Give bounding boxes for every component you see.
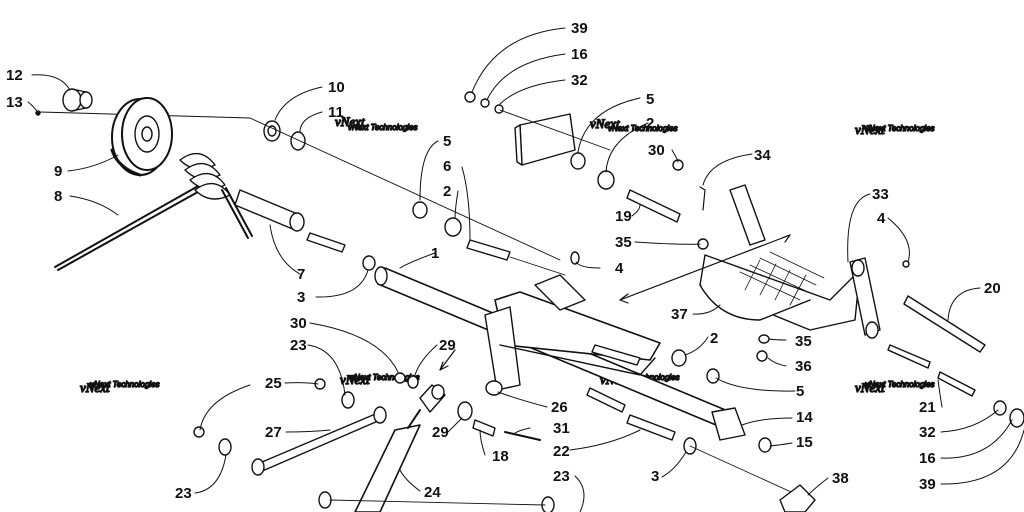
callout-26: 26 [551,399,568,416]
callout-38: 38 [832,470,849,487]
callout-2: 2 [710,330,718,347]
svg-text:vNext: vNext [80,380,110,395]
callout-32: 32 [571,72,588,89]
callout-14: 14 [796,409,813,426]
watermark-text: vNext Technologies [348,123,418,132]
callout-8: 8 [54,188,62,205]
callout-23: 23 [290,337,307,354]
callout-16: 16 [571,46,588,63]
callout-2: 2 [443,183,451,200]
svg-text:vNext: vNext [340,372,370,387]
callout-5: 5 [796,383,804,400]
callout-37: 37 [671,306,688,323]
callout-35: 35 [615,234,632,251]
svg-text:vNext: vNext [335,114,365,129]
svg-text:vNext: vNext [855,122,885,137]
callout-15: 15 [796,434,813,451]
callout-32: 32 [919,424,936,441]
shock-absorber [193,349,555,512]
callout-10: 10 [328,79,345,96]
callout-19: 19 [615,208,632,225]
watermark-text: vNext Technologies [608,124,678,133]
callout-5: 5 [443,133,451,150]
callout-13: 13 [6,94,23,111]
leader-lines [27,27,1024,512]
callout-1: 1 [431,245,439,262]
lower-parts [457,380,816,512]
callout-30: 30 [648,142,665,159]
callout-23: 23 [553,468,570,485]
callout-36: 36 [795,358,812,375]
callout-33: 33 [872,186,889,203]
callout-22: 22 [553,443,570,460]
rail-bracket [464,91,611,166]
sleeve-parts [234,189,376,271]
svg-text:vNext: vNext [590,116,620,131]
callout-39: 39 [919,476,936,493]
callout-29: 29 [432,424,449,441]
callout-18: 18 [492,448,509,465]
callout-16: 16 [919,450,936,467]
callout-25: 25 [265,375,282,392]
callout-27: 27 [265,424,282,441]
callout-30: 30 [290,315,307,332]
watermark-text: vNext Technologies [865,124,935,133]
upper-bushings [412,201,566,276]
idler-wheel-assembly [35,88,306,177]
callout-35: 35 [795,333,812,350]
callout-4: 4 [877,210,886,227]
callout-4: 4 [615,260,624,277]
watermark-text: vNext Technologies [90,380,160,389]
callout-34: 34 [754,147,771,164]
callout-3: 3 [297,289,305,306]
callout-31: 31 [553,420,570,437]
torsion-spring [54,152,253,271]
callout-7: 7 [297,266,305,283]
watermark-text: vNext Technologies [865,380,935,389]
callout-6: 6 [443,158,451,175]
callout-3: 3 [651,468,659,485]
callout-12: 12 [6,67,23,84]
callout-29: 29 [439,337,456,354]
callout-9: 9 [54,163,62,180]
center-frame [484,251,720,391]
watermark-text: vNext Technologies [350,373,420,382]
callout-11: 11 [328,104,344,121]
callout-5: 5 [646,91,654,108]
rear-arm [619,184,1024,428]
callout-labels: 39 16 32 12 13 10 11 9 8 5 6 2 7 3 1 5 2… [6,20,1001,502]
callout-21: 21 [919,399,936,416]
svg-text:vNext: vNext [855,380,885,395]
callout-23: 23 [175,485,192,502]
callout-24: 24 [424,484,441,501]
callout-20: 20 [984,280,1001,297]
callout-2: 2 [646,115,654,132]
callout-39: 39 [571,20,588,37]
